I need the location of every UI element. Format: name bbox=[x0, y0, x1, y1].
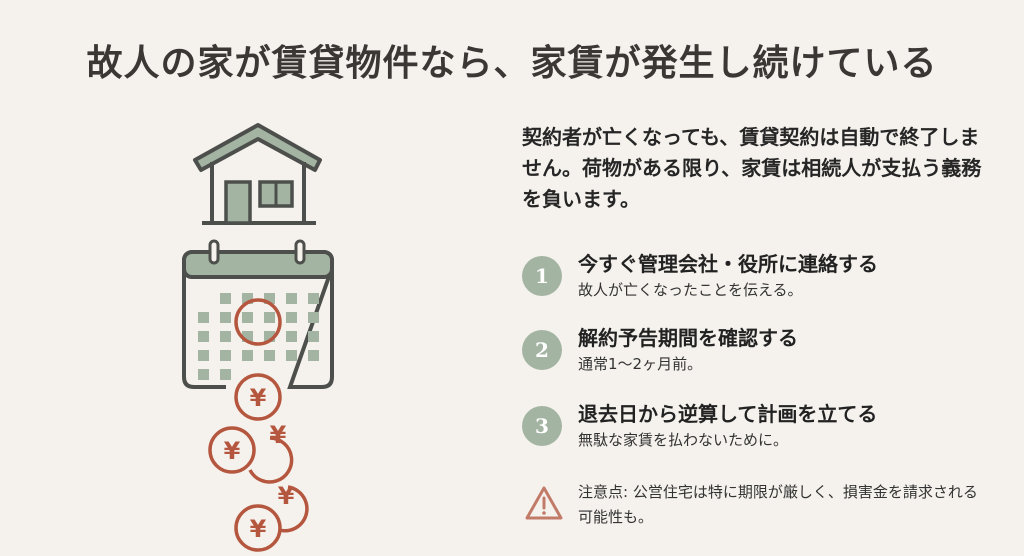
svg-text:¥: ¥ bbox=[250, 515, 267, 543]
step-title: 退去日から逆算して計画を立てる bbox=[578, 402, 878, 426]
step-description: 通常1〜2ヶ月前。 bbox=[578, 355, 703, 373]
step-description: 無駄な家賃を払わないために。 bbox=[578, 431, 789, 449]
step-number-badge: 1 bbox=[522, 256, 562, 296]
step-1: 1 今すぐ管理会社・役所に連絡する 故人が亡くなったことを伝える。 bbox=[522, 248, 982, 308]
step-2: 2 解約予告期間を確認する 通常1〜2ヶ月前。 bbox=[522, 322, 982, 382]
step-number-badge: 2 bbox=[522, 330, 562, 370]
illustration: ¥ ¥ ¥ ¥ ¥ bbox=[170, 115, 350, 552]
step-3: 3 退去日から逆算して計画を立てる 無駄な家賃を払わないために。 bbox=[522, 398, 982, 458]
step-title: 今すぐ管理会社・役所に連絡する bbox=[578, 252, 878, 276]
page-title: 故人の家が賃貸物件なら、家賃が発生し続けている bbox=[86, 42, 938, 84]
svg-text:¥: ¥ bbox=[224, 437, 241, 465]
svg-text:¥: ¥ bbox=[278, 482, 295, 510]
calendar-icon bbox=[182, 239, 334, 389]
svg-text:¥: ¥ bbox=[250, 384, 267, 412]
house-calendar-coins-icon: ¥ ¥ ¥ ¥ ¥ bbox=[182, 123, 334, 552]
intro-text: 契約者が亡くなっても、賃貸契約は自動で終了しません。荷物がある限り、家賃は相続人… bbox=[522, 125, 982, 211]
warning-triangle-icon bbox=[525, 486, 563, 520]
house-icon bbox=[193, 123, 322, 225]
warning-note: 注意点: 公営住宅は特に期限が厳しく、損害金を請求される可能性も。 bbox=[522, 480, 992, 540]
step-description: 故人が亡くなったことを伝える。 bbox=[578, 281, 803, 299]
yen-coin-icon: ¥ ¥ ¥ ¥ ¥ bbox=[208, 373, 309, 552]
warning-text: 注意点: 公営住宅は特に期限が厳しく、損害金を請求される可能性も。 bbox=[578, 483, 978, 526]
step-title: 解約予告期間を確認する bbox=[578, 326, 798, 350]
step-number-badge: 3 bbox=[522, 406, 562, 446]
svg-text:¥: ¥ bbox=[270, 421, 287, 449]
